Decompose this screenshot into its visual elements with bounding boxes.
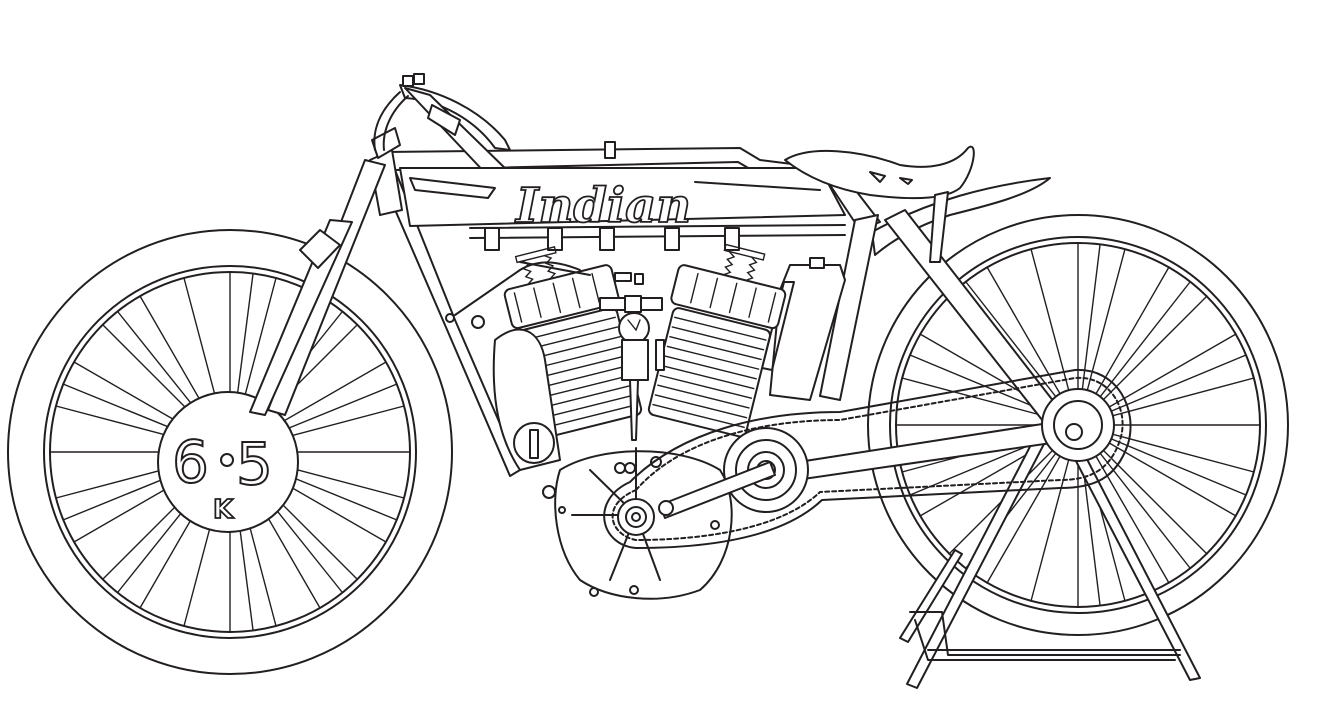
number-plate-dot: [220, 453, 234, 467]
number-plate-digit-6: 6: [172, 428, 209, 496]
v-twin-engine: [445, 243, 787, 471]
front-fork: [249, 127, 401, 416]
saddle: [784, 145, 975, 263]
number-plate-digit-5: 5: [236, 430, 273, 498]
drive-chain: [603, 368, 1132, 549]
rear-stand: [899, 435, 1201, 689]
front-wheel: 6 5 K: [7, 229, 453, 675]
fuel-tank: Indian: [399, 141, 846, 251]
number-plate-letter-k: K: [213, 495, 234, 525]
tank-brand-logo: Indian: [514, 178, 691, 234]
